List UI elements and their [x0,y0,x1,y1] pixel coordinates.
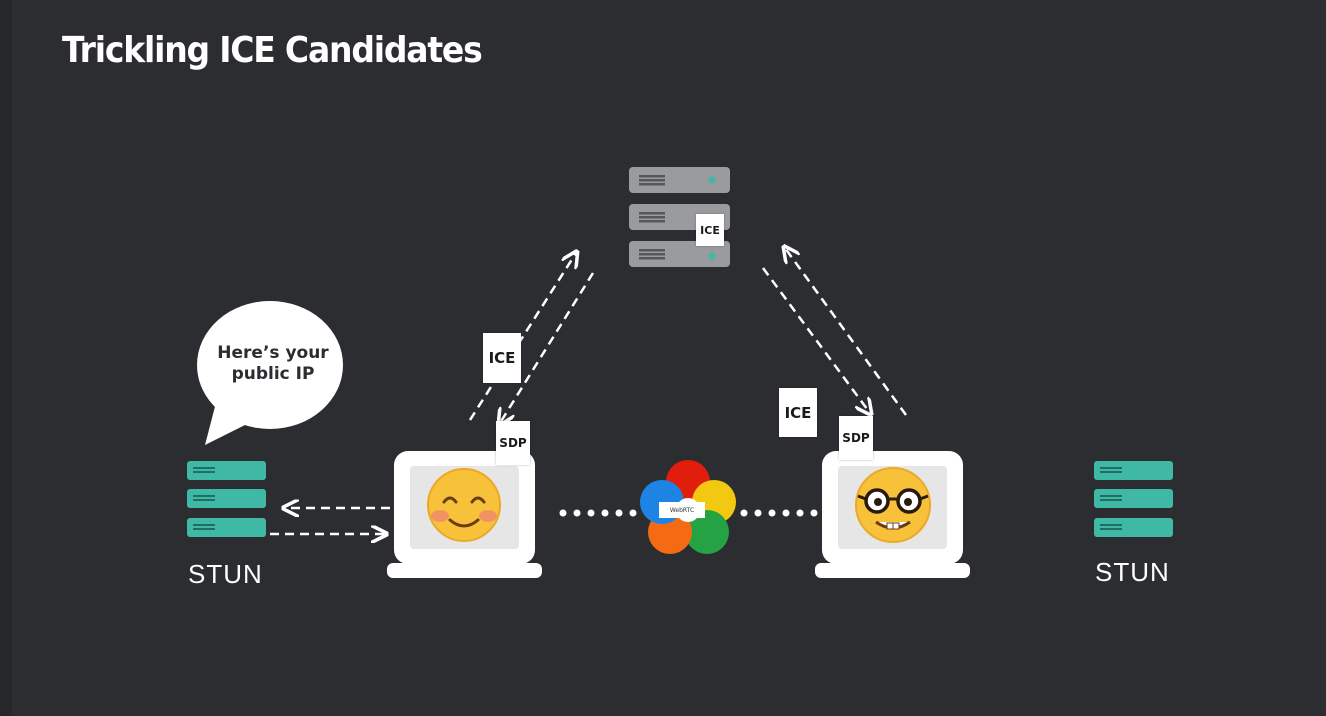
stun-arrows [270,508,390,534]
speech-bubble-text: Here’s your public IP [203,343,343,385]
stun-label-right: STUN [1095,557,1170,588]
stun-server-left-icon [187,461,266,537]
ice-candidate-card-right: ICE [779,388,817,437]
webrtc-logo-label: WebRTC [659,502,705,518]
ice-candidate-card-server: ICE [696,214,724,246]
ice-candidate-card-left: ICE [483,333,521,383]
sdp-card-right: SDP [839,416,873,460]
stun-label-left: STUN [188,559,263,590]
right-peer-laptop-icon [815,451,970,578]
stun-server-right-icon [1094,461,1173,537]
sdp-card-left: SDP [496,421,530,465]
left-peer-laptop-icon [387,451,542,578]
